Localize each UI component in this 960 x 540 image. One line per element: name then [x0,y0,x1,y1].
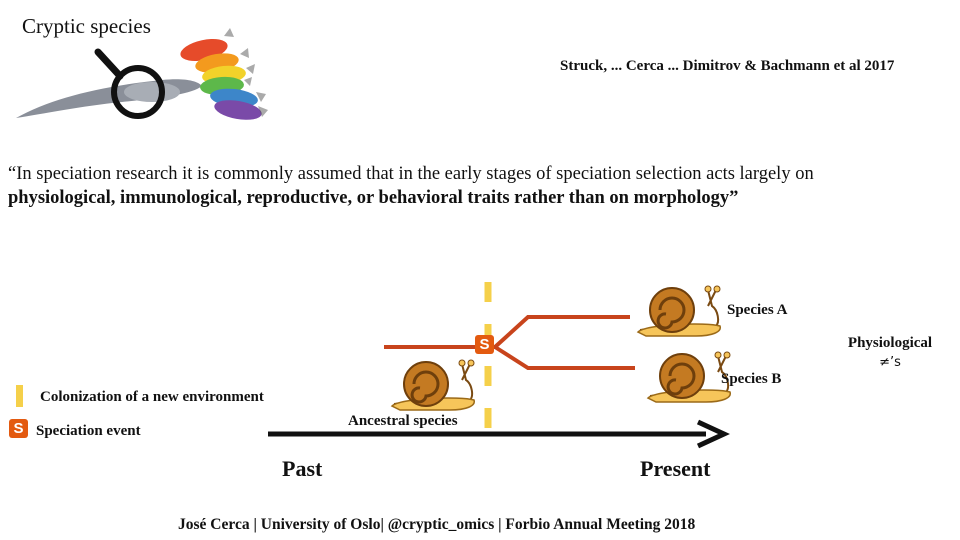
speciation-event-badge: S [475,335,494,354]
rainbow-creatures-icon [16,28,268,120]
magnifying-glass-icon [94,48,165,119]
ancestral-species-label: Ancestral species [348,413,458,429]
snail-icon [390,359,475,411]
colonization-legend-label: Colonization of a new environment [40,389,264,405]
physiological-label: Physiological [847,335,933,351]
branch-species-a [493,315,630,349]
quote: “In speciation research it is commonly a… [8,162,948,210]
speciation-legend-badge: S [9,419,28,438]
species-b-label: Species B [721,371,782,387]
snail-icon [636,285,721,337]
speciation-legend-label: Speciation event [36,423,141,439]
cryptic-species-logo [16,28,268,120]
colonization-legend-swatch [16,385,23,407]
slide-title: Cryptic species [22,14,151,38]
species-a-label: Species A [727,302,788,318]
timeline-present-label: Present [640,456,711,481]
footer: José Cerca | University of Oslo| @crypti… [178,516,696,533]
timeline-arrowhead [696,419,730,449]
branch-species-b [493,345,635,370]
quote-line-2: physiological, immunological, reproducti… [8,188,739,208]
citation: Struck, ... Cerca ... Dimitrov & Bachman… [560,58,895,74]
quote-line-1: “In speciation research it is commonly a… [8,164,814,184]
physiological-note: Physiological ≠’s [828,333,952,373]
snail-icon [646,351,731,403]
timeline-past-label: Past [282,456,323,481]
speciation-diagram [268,282,731,449]
physiological-neq-label: ≠’s [879,355,901,370]
